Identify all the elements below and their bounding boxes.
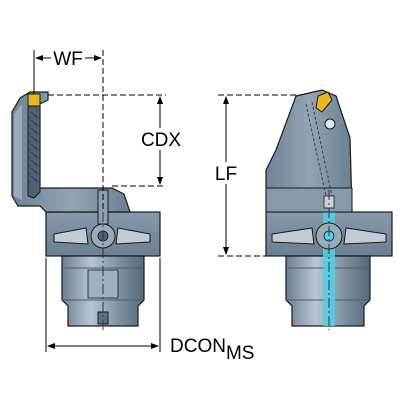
left-insert xyxy=(27,93,41,107)
lf-arrow-bottom xyxy=(223,247,229,255)
right-clamp-screw xyxy=(324,118,336,130)
wf-arrow-right xyxy=(94,55,102,61)
cdx-arrow-bottom xyxy=(157,177,163,185)
dcon-label: DCONMS xyxy=(170,336,254,364)
left-view xyxy=(11,91,161,327)
lf-arrow-top xyxy=(223,96,229,104)
wf-label-bg xyxy=(51,47,85,69)
left-blade-serration xyxy=(30,111,39,183)
dcon-arrow-left xyxy=(47,343,55,349)
lf-label: LF xyxy=(215,164,237,185)
left-clamp-wing-right xyxy=(115,227,151,245)
cdx-label: CDX xyxy=(141,130,181,151)
right-head-base xyxy=(265,187,353,213)
left-blade xyxy=(27,103,41,199)
cdx-arrow-top xyxy=(157,96,163,104)
dcon-label-main: DCON xyxy=(170,336,226,357)
right-clamp-wing-left xyxy=(271,227,315,245)
right-clamp-wing-right xyxy=(343,227,387,245)
wf-arrow-left xyxy=(35,55,43,61)
lf-label-bg xyxy=(210,162,242,184)
left-head-highlight xyxy=(14,104,22,200)
dcon-arrow-right xyxy=(151,343,159,349)
dcon-label-sub: MS xyxy=(226,343,255,364)
right-insert xyxy=(315,91,333,113)
cdx-label-bg xyxy=(134,128,188,150)
dimension-arrowheads xyxy=(35,55,229,349)
wf-label: WF xyxy=(53,49,83,70)
right-coolant-path xyxy=(305,101,333,197)
left-clamp-wing-left xyxy=(53,227,89,245)
